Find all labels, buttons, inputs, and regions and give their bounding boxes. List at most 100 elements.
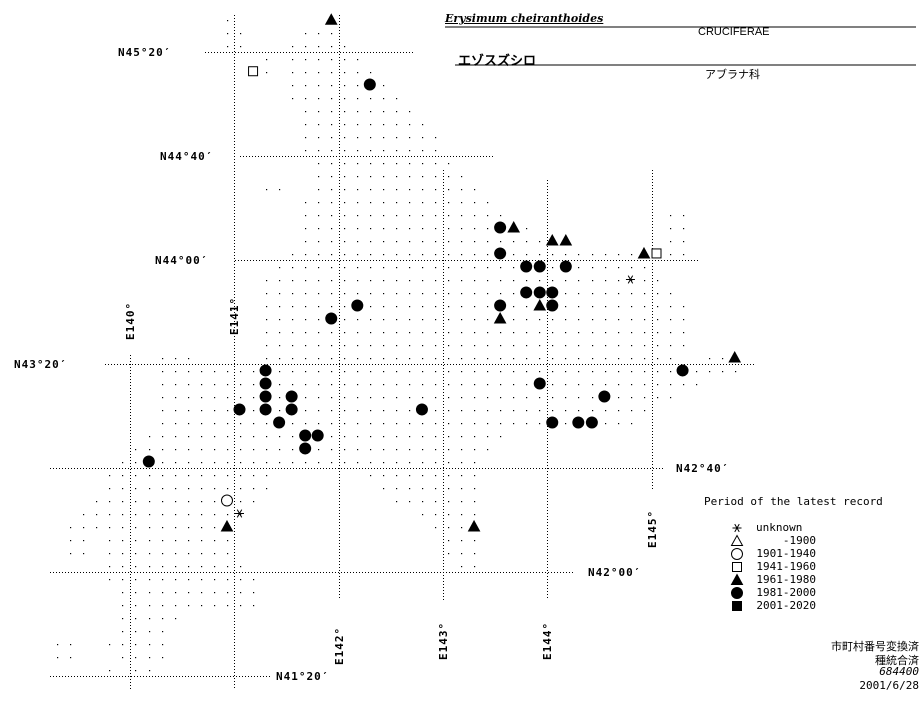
mesh-dot [383, 488, 385, 490]
mesh-dot [318, 189, 320, 191]
mesh-dot [266, 436, 268, 438]
filled-square-symbol [732, 601, 742, 611]
mesh-dot [318, 371, 320, 373]
mesh-dot [188, 436, 190, 438]
mesh-dot [422, 306, 424, 308]
mesh-dot [292, 319, 294, 321]
mesh-dot [722, 358, 724, 360]
mesh-dot [396, 228, 398, 230]
mesh-dot [422, 449, 424, 451]
mesh-dot [409, 397, 411, 399]
mesh-dot [188, 462, 190, 464]
mesh-dot [344, 332, 346, 334]
mesh-dot [96, 514, 98, 516]
mesh-dot [474, 189, 476, 191]
mesh-dot [657, 306, 659, 308]
mesh-dot [670, 306, 672, 308]
mesh-dot [331, 384, 333, 386]
mesh-dot [409, 215, 411, 217]
mesh-dot [240, 566, 242, 568]
mesh-dot [644, 319, 646, 321]
mesh-dot [461, 306, 463, 308]
mesh-dot [370, 150, 372, 152]
mesh-dot [513, 345, 515, 347]
mesh-dot [266, 319, 268, 321]
mesh-dot [331, 293, 333, 295]
asterisk-record-marker [235, 509, 245, 518]
mesh-dot [344, 124, 346, 126]
mesh-dot [487, 306, 489, 308]
mesh-dot [578, 306, 580, 308]
mesh-dot [122, 462, 124, 464]
mesh-dot [162, 371, 164, 373]
mesh-dot [214, 527, 216, 529]
mesh-dot [279, 358, 281, 360]
mesh-dot [357, 371, 359, 373]
mesh-dot [631, 358, 633, 360]
mesh-dot [474, 566, 476, 568]
mesh-dot [279, 280, 281, 282]
mesh-dot [266, 59, 268, 61]
mesh-dot [370, 124, 372, 126]
mesh-dot [318, 423, 320, 425]
mesh-dot [122, 527, 124, 529]
mesh-dot [331, 85, 333, 87]
mesh-dot [592, 254, 594, 256]
mesh-dot [188, 488, 190, 490]
mesh-dot [149, 592, 151, 594]
mesh-dot [526, 280, 528, 282]
mesh-dot [500, 345, 502, 347]
mesh-dot [201, 410, 203, 412]
mesh-dot [396, 319, 398, 321]
mesh-dot [122, 618, 124, 620]
mesh-dot [162, 566, 164, 568]
mesh-dot [513, 280, 515, 282]
mesh-dot [305, 423, 307, 425]
mesh-dot [513, 306, 515, 308]
mesh-dot [279, 345, 281, 347]
filled-triangle-record-marker [728, 350, 742, 363]
mesh-dot [578, 371, 580, 373]
mesh-dot [461, 215, 463, 217]
mesh-dot [383, 137, 385, 139]
mesh-dot [383, 189, 385, 191]
mesh-dot [292, 46, 294, 48]
mesh-dot [448, 436, 450, 438]
mesh-dot [435, 176, 437, 178]
mesh-dot [578, 384, 580, 386]
mesh-dot [149, 475, 151, 477]
mesh-dot [683, 215, 685, 217]
mesh-dot [188, 579, 190, 581]
mesh-dot [631, 319, 633, 321]
mesh-dot [292, 306, 294, 308]
mesh-dot [122, 553, 124, 555]
filled-circle-record-marker [325, 312, 338, 325]
mesh-dot [292, 59, 294, 61]
mesh-dot [448, 397, 450, 399]
filled-circle-record-marker [676, 364, 689, 377]
mesh-dot [435, 306, 437, 308]
mesh-dot [188, 501, 190, 503]
mesh-dot [175, 449, 177, 451]
mesh-dot [422, 371, 424, 373]
mesh-dot [578, 293, 580, 295]
filled-circle-record-marker [311, 429, 324, 442]
asterisk-record-marker [625, 275, 635, 284]
mesh-dot [357, 176, 359, 178]
mesh-dot [331, 371, 333, 373]
mesh-dot [605, 306, 607, 308]
mesh-dot [657, 332, 659, 334]
footer-date: 2001/6/28 [859, 679, 919, 692]
mesh-dot [201, 566, 203, 568]
mesh-dot [396, 124, 398, 126]
mesh-dot [292, 267, 294, 269]
mesh-dot [526, 228, 528, 230]
mesh-dot [539, 241, 541, 243]
mesh-dot [461, 397, 463, 399]
mesh-dot [162, 475, 164, 477]
mesh-dot [318, 397, 320, 399]
mesh-dot [253, 592, 255, 594]
mesh-dot [396, 345, 398, 347]
mesh-dot [357, 59, 359, 61]
mesh-dot [539, 397, 541, 399]
